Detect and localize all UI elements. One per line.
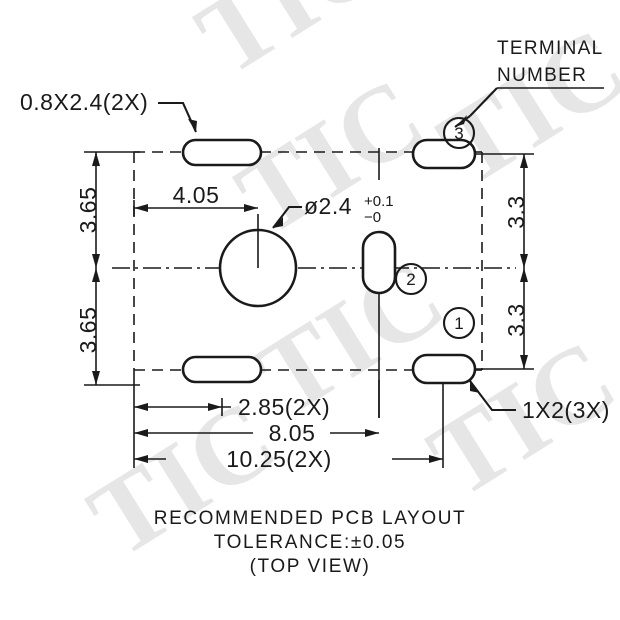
- caption-tolerance: TOLERANCE:±0.05: [214, 532, 406, 553]
- dim-bottom-mid: 8.05: [269, 420, 316, 446]
- dim-hole-x: 4.05: [173, 182, 220, 208]
- caption-view: (TOP VIEW): [250, 556, 371, 577]
- watermark-text: TIC: [420, 6, 620, 209]
- right-vertical-dimensions: 3.3 3.3: [476, 153, 534, 370]
- pad-terminal-1: [411, 353, 477, 385]
- dim-2-85-group: 2.85(2X): [134, 394, 330, 420]
- terminal-number-line2: NUMBER: [497, 65, 587, 86]
- pad-terminal-3: [411, 138, 477, 170]
- dim-10-25-group: 10.25(2X): [134, 446, 443, 472]
- pad-terminal-2: [361, 230, 397, 295]
- balloon-label-2: 2: [406, 270, 415, 289]
- terminal-number-annotation: TERMINAL NUMBER: [454, 38, 604, 128]
- balloon-terminal-1: [442, 306, 476, 340]
- slot-size-label: 0.8X2.4(2X): [20, 89, 148, 115]
- dim-right-lower: 3.3: [503, 303, 529, 336]
- leader-arrow-hole: [273, 217, 283, 228]
- hole-diameter-annotation: ø2.4 +0.1 −0: [272, 193, 394, 229]
- hole-tolerance-upper: +0.1: [364, 193, 394, 210]
- hole-x-dimension: 4.05: [133, 182, 258, 216]
- hole-diameter-label: ø2.4: [304, 193, 352, 219]
- board-outline: [133, 151, 483, 371]
- terminal-balloons: 3 2 1: [394, 116, 476, 340]
- caption-title: RECOMMENDED PCB LAYOUT: [154, 508, 467, 529]
- slot-bottom-left: [181, 355, 263, 384]
- left-vertical-dimensions: 3.65 3.65: [75, 151, 140, 386]
- pad-size-annotation: 1X2(3X): [469, 380, 610, 423]
- leader-arrow-pad: [470, 381, 480, 393]
- hole-tolerance-lower: −0: [364, 209, 381, 226]
- terminal-number-line1: TERMINAL: [497, 38, 603, 59]
- pads-group: [181, 138, 477, 385]
- dim-8-05-group: 8.05: [134, 420, 379, 446]
- balloon-label-1: 1: [454, 314, 463, 333]
- dim-left-upper: 3.65: [75, 187, 101, 234]
- pad-size-label: 1X2(3X): [522, 397, 610, 423]
- slot-size-annotation: 0.8X2.4(2X): [20, 89, 197, 133]
- balloon-terminal-3: [442, 116, 476, 150]
- bottom-extension-lines: [133, 148, 444, 468]
- watermark-layer: TIC TIC TIC TIC TIC TIC: [70, 0, 620, 580]
- slot-top-left: [181, 138, 263, 167]
- dim-right-upper: 3.3: [503, 195, 529, 228]
- balloon-label-3: 3: [454, 124, 463, 143]
- leader-arrow-slot: [188, 119, 197, 132]
- dim-bottom-large: 10.25(2X): [226, 446, 332, 472]
- caption-block: RECOMMENDED PCB LAYOUT TOLERANCE:±0.05 (…: [154, 508, 467, 577]
- leader-arrow-terminal: [455, 115, 467, 127]
- balloon-terminal-2: [394, 262, 428, 296]
- dim-bottom-small: 2.85(2X): [238, 394, 330, 420]
- dim-left-lower: 3.65: [75, 307, 101, 354]
